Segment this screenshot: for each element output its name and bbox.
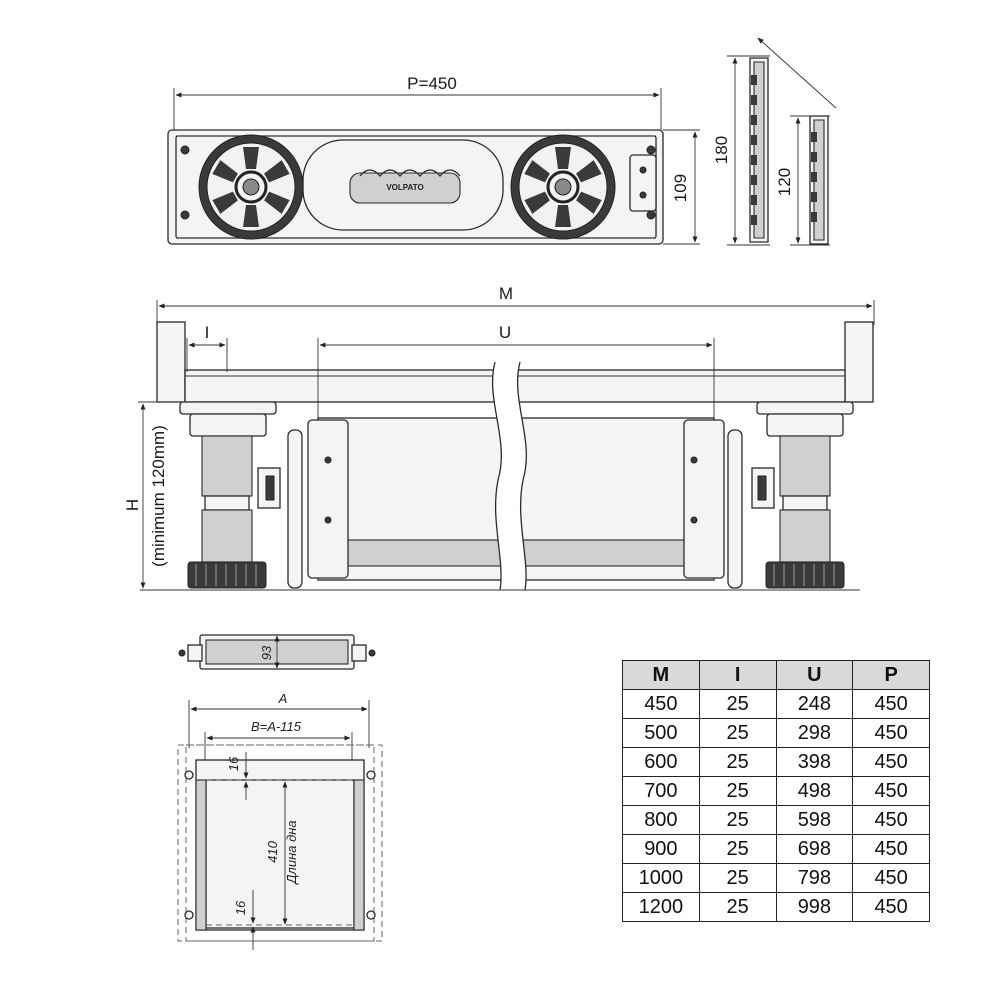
length-note-label: Длина дна [284, 820, 299, 885]
cell-m: 450 [622, 689, 700, 719]
cabinet-right-side [844, 321, 874, 403]
cell-p: 450 [852, 689, 930, 719]
cell-i: 25 [698, 747, 777, 777]
cell-i: 25 [698, 718, 777, 748]
table-row: 1000 25 798 450 [622, 863, 930, 893]
height-120-label: 120 [775, 168, 794, 196]
table-row: 900 25 698 450 [622, 834, 930, 864]
left-wheel-icon [198, 134, 304, 240]
screw-icon [180, 145, 656, 220]
cell-p: 450 [852, 718, 930, 748]
drawer-screw-icon [324, 456, 698, 524]
cell-i: 25 [698, 776, 777, 806]
dimension-table: M I U P 450 25 248 450 500 25 298 450 60… [622, 660, 930, 922]
cell-m: 600 [622, 747, 700, 777]
cell-u: 698 [775, 834, 854, 864]
b-dimension-label: B=A-115 [251, 719, 302, 734]
cabinet-left-side [156, 321, 186, 403]
header-i: I [698, 660, 777, 690]
h-dimension-label: H [123, 499, 142, 511]
i-dimension-label: I [205, 323, 210, 342]
height-93-label: 93 [259, 645, 274, 660]
header-u: U [775, 660, 854, 690]
cell-i: 25 [698, 834, 777, 864]
u-dimension-label: U [499, 323, 511, 342]
cell-u: 798 [775, 863, 854, 893]
cell-m: 1200 [622, 892, 700, 922]
table-row: 800 25 598 450 [622, 805, 930, 835]
height-109-label: 109 [671, 174, 690, 202]
right-leveling-foot [751, 401, 854, 589]
p-dimension-label: P=450 [407, 74, 457, 93]
top-view: P=450 VOLPATO [167, 74, 700, 245]
bottom-16-label: 16 [233, 900, 248, 915]
table-row: 600 25 398 450 [622, 747, 930, 777]
table-row: 1200 25 998 450 [622, 892, 930, 922]
side-view: 180 120 [712, 37, 837, 246]
cell-i: 25 [698, 863, 777, 893]
cell-u: 248 [775, 689, 854, 719]
cell-p: 450 [852, 834, 930, 864]
left-leveling-foot [179, 401, 281, 589]
cell-p: 450 [852, 863, 930, 893]
cell-i: 25 [698, 805, 777, 835]
m-dimension-label: M [499, 284, 513, 303]
cell-m: 800 [622, 805, 700, 835]
height-180-label: 180 [712, 136, 731, 164]
cell-p: 450 [852, 805, 930, 835]
drawer-plan-view: A B=A-115 16 410 Длина дна [177, 691, 383, 950]
brand-logo-text: VOLPATO [386, 183, 423, 192]
cell-p: 450 [852, 892, 930, 922]
bracket-screw-icon [639, 166, 647, 199]
length-410-label: 410 [265, 840, 280, 862]
cell-u: 998 [775, 892, 854, 922]
right-wheel-icon [510, 134, 616, 240]
cell-i: 25 [698, 689, 777, 719]
table-row: 500 25 298 450 [622, 718, 930, 748]
cell-u: 598 [775, 805, 854, 835]
cell-u: 498 [775, 776, 854, 806]
cell-p: 450 [852, 776, 930, 806]
cell-p: 450 [852, 747, 930, 777]
a-dimension-label: A [278, 691, 288, 706]
h-minimum-label: (minimum 120mm) [149, 425, 168, 567]
cell-m: 500 [622, 718, 700, 748]
top-16-label: 16 [226, 756, 241, 771]
corner-screw-icon [184, 770, 376, 920]
cell-u: 398 [775, 747, 854, 777]
cell-m: 1000 [622, 863, 700, 893]
drawer-section-view: 93 [178, 634, 376, 670]
header-p: P [852, 660, 930, 690]
table-row: 700 25 498 450 [622, 776, 930, 806]
cell-i: 25 [698, 892, 777, 922]
cell-u: 298 [775, 718, 854, 748]
table-row: 450 25 248 450 [622, 689, 930, 719]
front-view: M I U [123, 284, 875, 591]
table-header-row: M I U P [622, 660, 930, 690]
cell-m: 700 [622, 776, 700, 806]
cell-m: 900 [622, 834, 700, 864]
header-m: M [622, 660, 700, 690]
